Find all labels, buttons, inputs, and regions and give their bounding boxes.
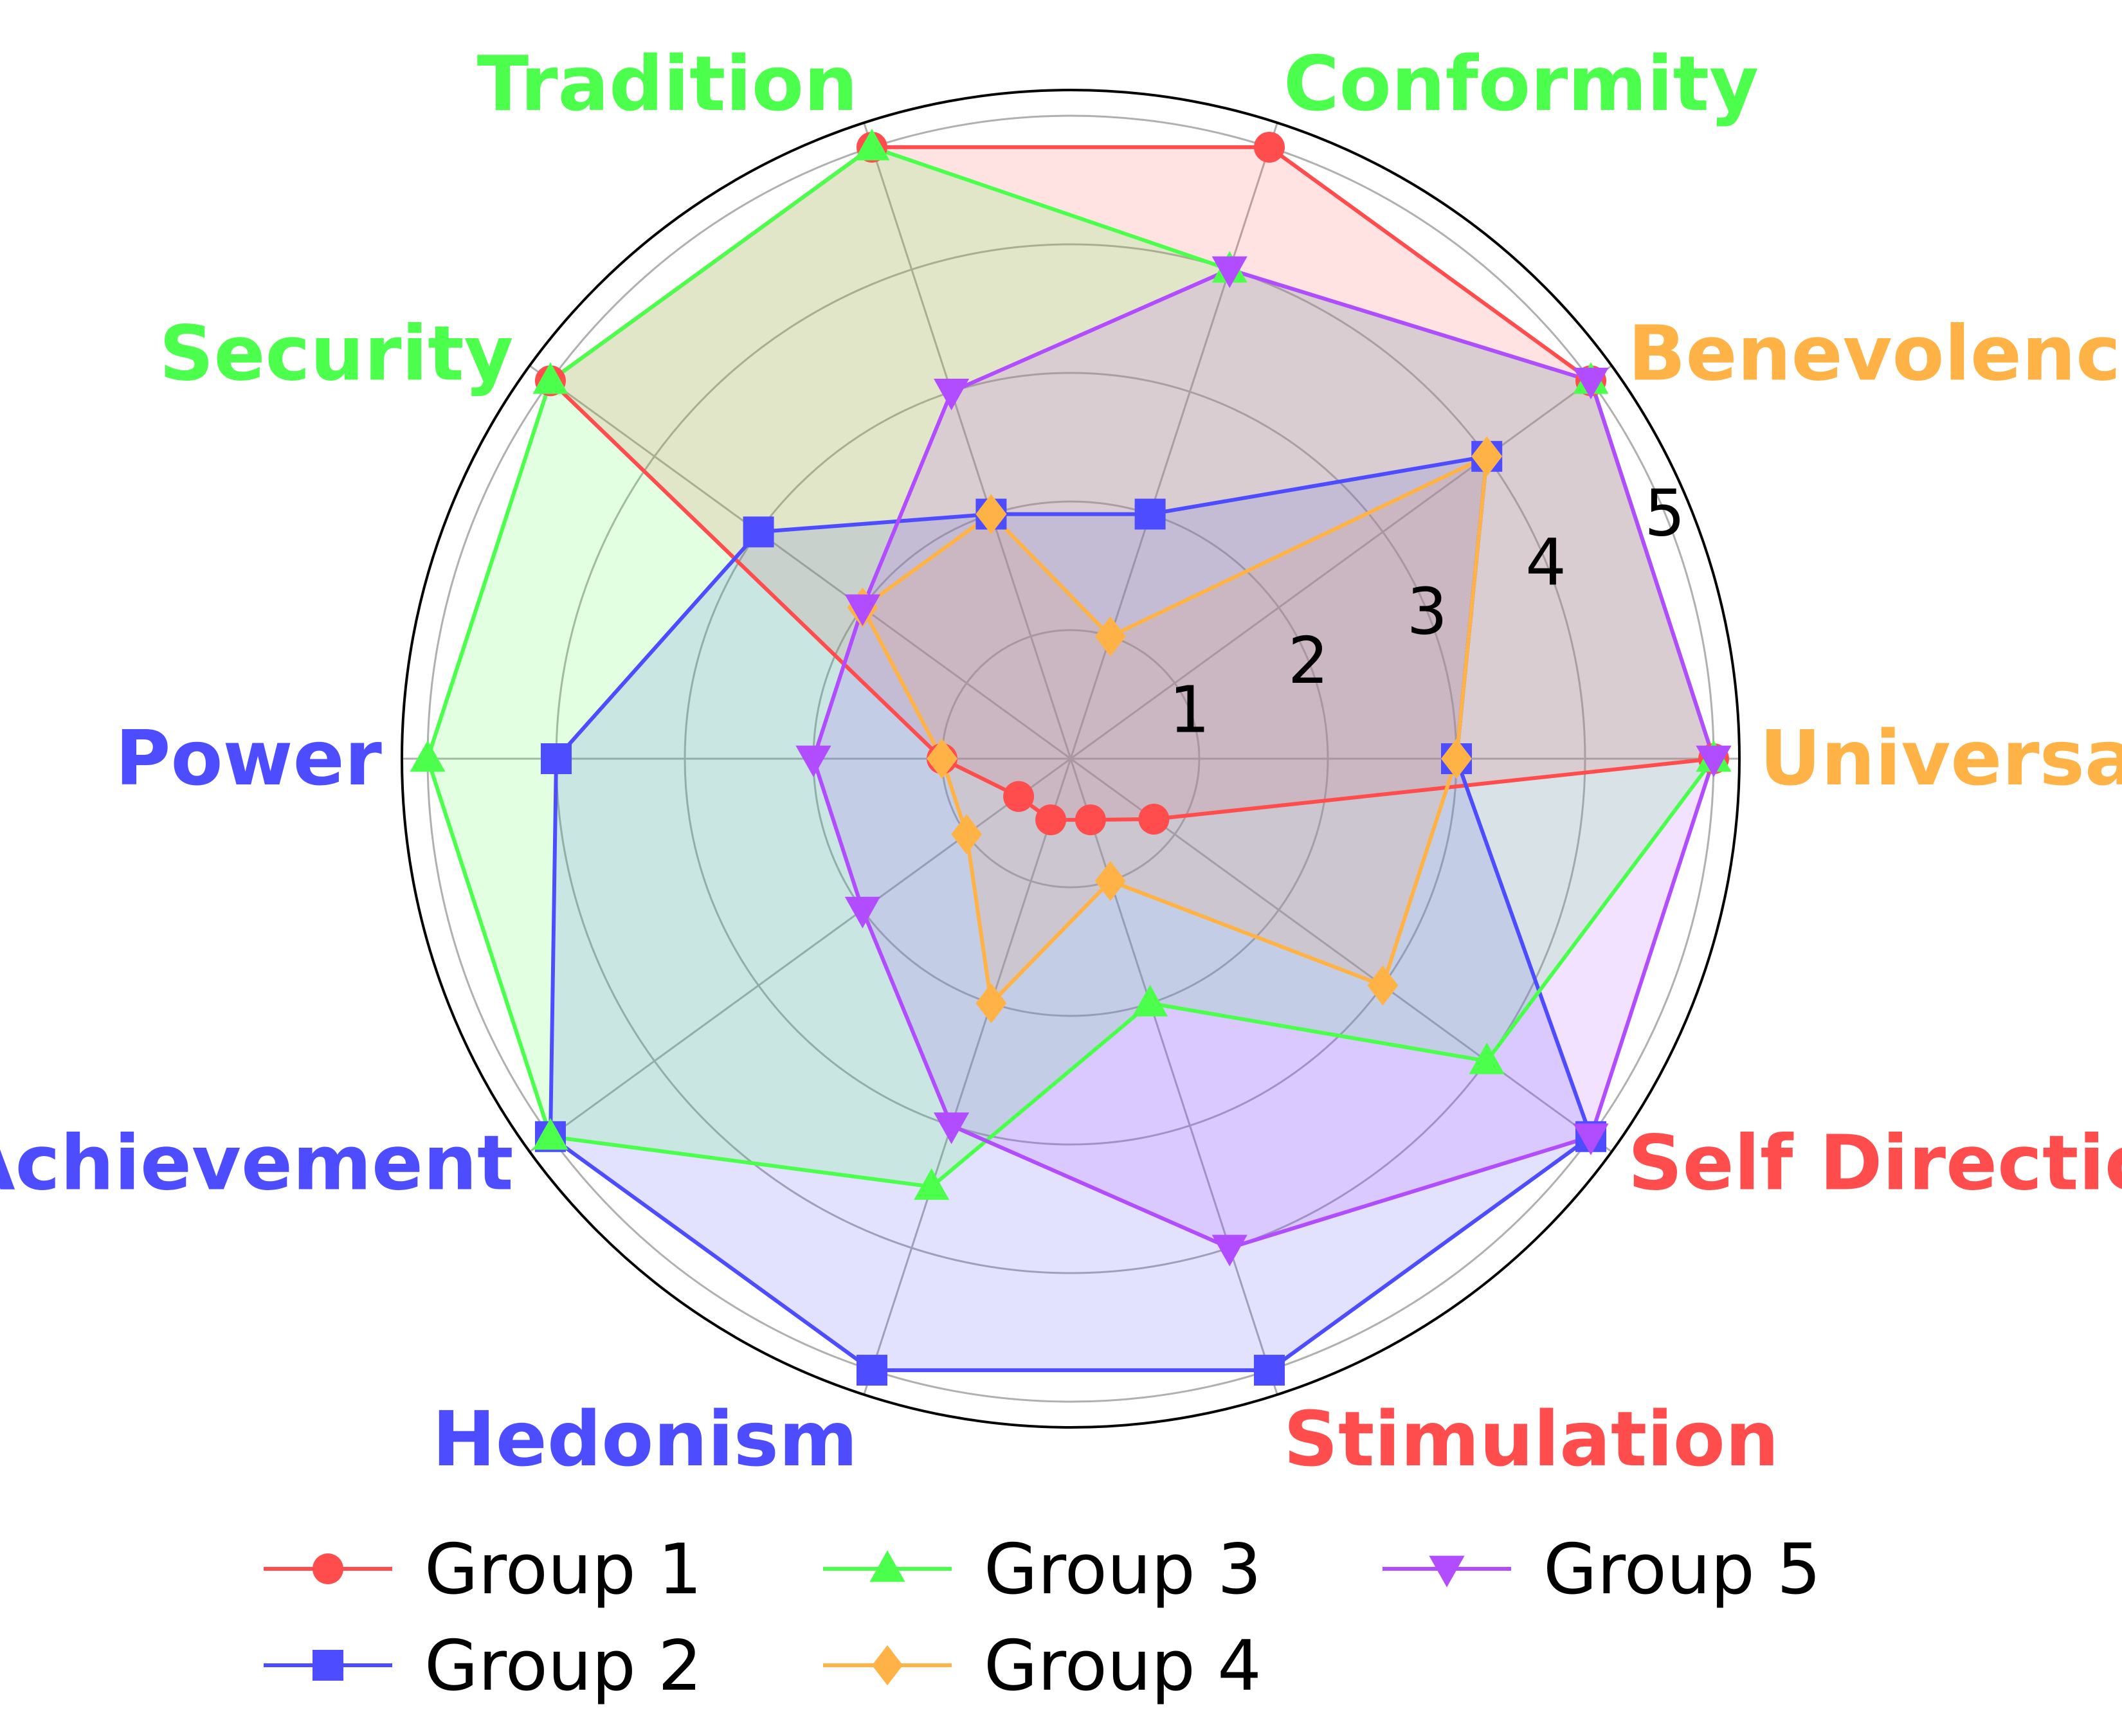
grid-spoke — [863, 122, 1072, 759]
legend-marker — [313, 1650, 343, 1681]
data-point — [1035, 804, 1067, 836]
radial-tick-label: 4 — [1525, 525, 1566, 600]
data-point — [1441, 738, 1472, 779]
legend-label: Group 2 — [424, 1626, 702, 1706]
data-point — [1254, 1355, 1285, 1386]
data-point — [541, 743, 572, 774]
axis-label-layer: Universalism Benevolence Conformity Traditi… — [0, 39, 2122, 1483]
radial-tick-layer: 1 2 3 4 5 — [1169, 475, 1685, 747]
series-fill-group-3 — [428, 147, 1714, 1187]
series-fill-group-2 — [550, 456, 1591, 1371]
radial-tick-label: 3 — [1406, 574, 1447, 649]
data-point — [975, 494, 1007, 534]
data-point — [927, 738, 957, 779]
data-point — [1573, 1123, 1609, 1155]
legend-entry-group-1: Group 1 — [264, 1530, 702, 1610]
data-point — [532, 1117, 568, 1150]
legend-marker — [872, 1645, 903, 1686]
series-fill-group-1 — [550, 147, 1714, 820]
legend-marker — [1429, 1555, 1465, 1587]
data-point — [743, 516, 774, 548]
axis-label-self-direction: Self Direction — [1628, 1119, 2122, 1207]
radial-tick-label: 2 — [1288, 623, 1329, 698]
radial-tick-label: 5 — [1644, 475, 1685, 550]
series-fill-layer — [428, 147, 1714, 1371]
data-point — [844, 896, 880, 928]
axis-label-tradition: Tradition — [477, 39, 858, 128]
legend-marker — [869, 1550, 905, 1582]
axis-label-power: Power — [115, 714, 382, 802]
legend-label: Group 4 — [984, 1626, 1262, 1706]
axis-label-universalism: Universalism — [1759, 714, 2122, 802]
data-point — [933, 378, 970, 411]
grid-spoke — [1069, 122, 1278, 759]
series-fill-group-4 — [862, 456, 1487, 1004]
legend-entry-group-2: Group 2 — [264, 1626, 702, 1706]
radial-tick-label: 1 — [1169, 673, 1210, 748]
legend-entry-group-5: Group 5 — [1383, 1530, 1821, 1610]
legend-marker — [313, 1553, 343, 1584]
data-point — [1367, 965, 1399, 1006]
data-point — [844, 594, 880, 626]
legend-label: Group 3 — [984, 1530, 1262, 1610]
legend-label: Group 1 — [424, 1530, 702, 1610]
axis-label-security: Security — [159, 309, 513, 397]
grid-spoke — [529, 757, 1071, 1153]
data-point — [1138, 804, 1170, 835]
axis-label-achievement: Achievement — [0, 1119, 513, 1207]
data-point — [1094, 616, 1126, 656]
data-point — [933, 1112, 970, 1144]
data-point — [1211, 256, 1247, 288]
grid-spoke — [1070, 365, 1613, 760]
axis-label-benevolence: Benevolence — [1628, 309, 2122, 397]
data-point — [532, 362, 568, 394]
axis-label-hedonism: Hedonism — [432, 1395, 858, 1483]
grid-spoke — [529, 365, 1071, 760]
data-point — [975, 983, 1007, 1024]
data-point — [914, 1168, 950, 1200]
data-point — [795, 745, 831, 777]
data-point — [410, 740, 446, 772]
data-point — [1075, 804, 1106, 836]
data-point — [1471, 436, 1503, 476]
legend-entry-group-4: Group 4 — [823, 1626, 1262, 1706]
grid-spoke — [1069, 758, 1278, 1395]
data-point — [854, 129, 890, 161]
data-point — [1134, 498, 1166, 530]
data-point — [1696, 745, 1732, 777]
series-marker-layer — [410, 129, 1732, 1386]
legend-label: Group 5 — [1543, 1530, 1821, 1610]
axis-label-conformity: Conformity — [1283, 39, 1759, 128]
data-point — [1469, 1042, 1505, 1074]
outer-frame — [401, 89, 1741, 1429]
data-point — [1573, 367, 1609, 400]
data-point — [1003, 781, 1035, 812]
legend: Group 1 Group 2 Group 3 Group 4 Group 5 — [264, 1530, 1821, 1706]
data-point — [856, 1355, 887, 1386]
grid-spoke — [863, 758, 1072, 1395]
data-point — [1132, 984, 1168, 1017]
data-point — [1094, 861, 1126, 901]
data-point — [1211, 1234, 1247, 1267]
data-point — [951, 814, 983, 854]
axis-label-stimulation: Stimulation — [1283, 1395, 1779, 1483]
legend-entry-group-3: Group 3 — [823, 1530, 1262, 1610]
data-point — [1254, 131, 1285, 163]
